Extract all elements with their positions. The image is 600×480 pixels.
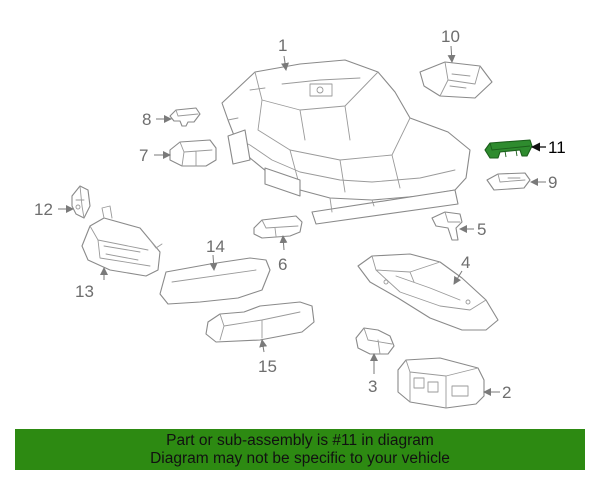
callout-8: 8	[142, 110, 151, 129]
part-10-bracket	[419, 61, 493, 99]
part-9-bracket	[486, 172, 531, 191]
part-5-bracket	[431, 211, 463, 241]
banner-line-2: Diagram may not be specific to your vehi…	[150, 450, 450, 467]
callout-10: 10	[441, 27, 460, 46]
callout-1: 1	[278, 36, 287, 55]
part-3-module	[355, 327, 395, 355]
part-12-bracket	[71, 185, 91, 219]
part-4-tray	[357, 253, 499, 331]
part-6-clip	[253, 215, 303, 239]
callout-7: 7	[139, 146, 148, 165]
part-7-bracket	[169, 139, 217, 167]
part-11-highlighted-clip	[484, 139, 533, 159]
part-15-cover	[205, 301, 315, 343]
callout-11: 11	[548, 138, 566, 157]
banner-line-1: Part or sub-assembly is #11 in diagram	[166, 432, 434, 449]
part-14-trim-panel	[159, 257, 271, 305]
callout-15: 15	[258, 357, 277, 376]
part-8-clip	[169, 107, 201, 127]
callout-5: 5	[477, 220, 486, 239]
part-2-control-unit	[397, 357, 485, 409]
callout-13: 13	[75, 282, 94, 301]
parts-diagram: 1 10 11 9 8 7 12 13 14 6 5 4 15 3 2	[34, 27, 566, 409]
callout-6: 6	[278, 255, 287, 274]
part-13-cover	[81, 205, 163, 277]
part-1-seat-frame	[221, 59, 471, 225]
callout-9: 9	[548, 173, 557, 192]
callout-12: 12	[34, 200, 53, 219]
callout-4: 4	[461, 253, 470, 272]
callout-2: 2	[502, 383, 511, 402]
info-banner: Part or sub-assembly is #11 in diagram D…	[15, 429, 585, 470]
callout-3: 3	[368, 377, 377, 396]
callout-14: 14	[206, 237, 225, 256]
leader-lines	[58, 45, 546, 396]
